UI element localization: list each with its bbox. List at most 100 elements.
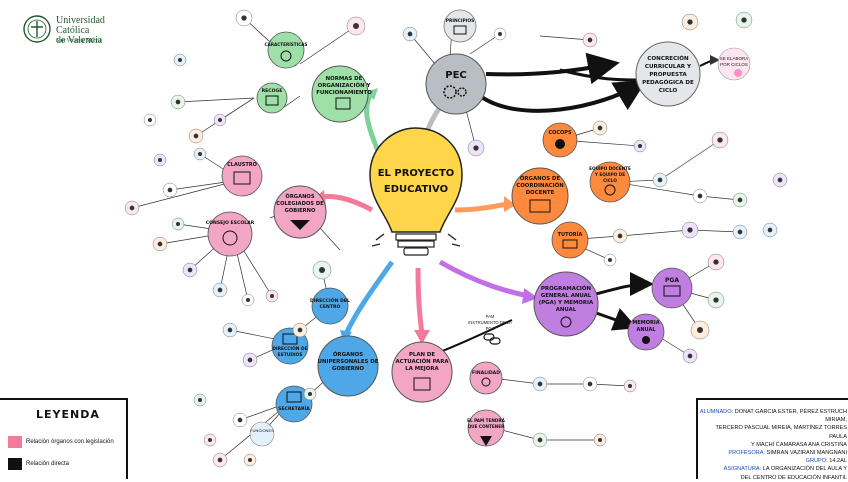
satellite-icon (208, 438, 212, 442)
satellite-icon (598, 438, 602, 442)
concrecion-line2: CURRICULAR Y (645, 64, 692, 70)
node-consejo[interactable]: CONSEJO ESCOLAR (206, 211, 255, 257)
satellite-icon (270, 294, 274, 298)
pga-line3: (PGA) Y MEMORIA (539, 300, 594, 306)
node-tutoria[interactable]: TUTORÍA (551, 221, 589, 259)
meeting-icon (222, 230, 238, 246)
satellite-icon (193, 133, 199, 139)
satellite-icon (158, 158, 162, 162)
bulb-base-2 (397, 240, 435, 248)
funciones-label: FUNCIONES (250, 428, 274, 433)
notebook-icon (265, 95, 279, 106)
concrecion-line1: CONCRECIÓN (647, 55, 689, 62)
pam-link-line3: PGA (486, 326, 495, 331)
satellite-icon (297, 327, 303, 333)
node-concrecion[interactable]: CONCRECIÓN CURRICULAR Y PROPUESTA PEDAGÓ… (635, 41, 701, 107)
node-funciones[interactable]: FUNCIONES (249, 421, 275, 447)
calendar-icon (663, 285, 681, 297)
gears-icon (443, 85, 467, 99)
satellite-icon (246, 298, 250, 302)
satellite-icon (537, 381, 543, 387)
node-colegiados[interactable]: ÓRGANOS COLEGIADOS DE GOBIERNO (273, 185, 327, 239)
satellite-icon (308, 392, 312, 396)
pec-arrows (439, 52, 720, 353)
chain-link-icon (483, 333, 501, 345)
central-title-line2: EDUCATIVO (384, 184, 448, 195)
normas-line3: FUNCIONAMIENTO (316, 90, 372, 96)
pga-line1: PROGRAMACIÓN (541, 285, 592, 292)
satellite-icon (198, 152, 202, 156)
principios-label: PRINCIPIOS (446, 18, 475, 24)
credits-alumnado-line2: TERCERO PASCUAL MIREIA, MARTÍNEZ TORRES … (715, 425, 847, 440)
satellite-icon (638, 144, 642, 148)
bulb-base-1 (395, 233, 437, 241)
satellite-icon (148, 118, 152, 122)
satellite-icon (407, 31, 413, 37)
satellite-icon (247, 357, 253, 363)
satellite-icon (697, 193, 703, 199)
node-cocops[interactable]: COCOPS (542, 122, 578, 158)
concrecion-line5: CICLO (659, 88, 678, 94)
central-bulb[interactable]: EL PROYECTO EDUCATIVO (369, 127, 463, 256)
bulb-glass (369, 127, 463, 233)
concrecion-line4: PEDAGÓGICA DE (642, 79, 694, 86)
node-finalidad[interactable]: FINALIDAD (469, 361, 503, 395)
node-principios[interactable]: PRINCIPIOS (443, 9, 477, 43)
colegiados-line2: COLEGIADOS DE (276, 201, 324, 207)
pam-link-label: PAM INSTRUMENTO DE LA PGA (468, 314, 512, 345)
node-recoge[interactable]: RECOGE (256, 82, 288, 114)
satellite-icon (175, 99, 181, 105)
equipo-line3: CICLO (603, 178, 617, 183)
node-coordinacion[interactable]: ÓRGANOS DE COORDINACIÓN DOCENTE (511, 167, 569, 225)
bulb-rays (371, 233, 461, 247)
node-unipersonales[interactable]: ÓRGANOS UNIPERSONALES DE GOBIERNO (317, 335, 379, 397)
credits-profesora-value: SIMRAN VAZIRANI MANGNANI (766, 450, 847, 457)
node-equipo[interactable]: EQUIPO DOCENTE Y EQUIPO DE CICLO (589, 161, 631, 203)
node-caracteristicas[interactable]: CARACTERÍSTICAS (264, 31, 308, 69)
finalidad-label: FINALIDAD (472, 370, 500, 376)
university-name-line3: de Valencia (56, 35, 103, 46)
memoria-line1: MEMORIA (632, 320, 659, 326)
pga-line4: ANUAL (556, 307, 577, 313)
equipo-line2: Y EQUIPO DE (594, 172, 625, 177)
node-pga[interactable]: PROGRAMACIÓN GENERAL ANUAL (PGA) Y MEMOR… (533, 271, 599, 337)
satellite-icon (217, 287, 223, 293)
node-memoria[interactable]: MEMORIA ANUAL (627, 313, 665, 351)
document-icon (335, 97, 351, 110)
recoge-label: RECOGE (262, 88, 283, 94)
badge-icon (280, 50, 292, 62)
satellite-icon (319, 267, 325, 273)
university-name-line1: Universidad (56, 15, 105, 26)
satellite-icon (587, 37, 593, 43)
node-pec[interactable]: PEC (425, 53, 487, 115)
node-secretaria[interactable]: SECRETARÍA (275, 385, 313, 423)
credits-alumnado-1: ALUMNADO: DONAT GARCIA ESTER, PÉREZ ESTR… (698, 408, 848, 424)
credits-grupo-value: 14.2AL (829, 458, 847, 465)
satellite-icon (198, 398, 202, 402)
credits-alumnado-line1: DONAT GARCIA ESTER, PÉREZ ESTRUCH MIRIAM… (734, 409, 847, 424)
plan-line1: PLAN DE (409, 352, 435, 358)
coordinacion-line2: COORDINACIÓN (516, 182, 564, 189)
secretaria-label: SECRETARÍA (278, 404, 310, 412)
desk-icon (562, 239, 578, 249)
satellite-icon (237, 417, 243, 423)
pam-link-line2: INSTRUMENTO DE LA (468, 320, 512, 325)
credits-grupo-key: GRUPO: (805, 458, 828, 465)
node-normas[interactable]: NORMAS DE ORGANIZACIÓN Y FUNCIONAMIENTO (311, 65, 372, 123)
node-que-contiene[interactable]: EL PAM TENDRÁ QUE CONTENER (467, 409, 506, 447)
legend-label-directa: Relación directa (26, 461, 70, 467)
legend-swatch-legislacion (8, 436, 22, 448)
node-plan-mejora[interactable]: PLAN DE ACTUACIÓN PARA LA MEJORA (391, 341, 453, 403)
node-se-elabora[interactable]: SE ELABORA POR CICLOS (717, 47, 751, 81)
node-pga-small[interactable]: PGA (651, 267, 693, 309)
satellite-icon (498, 32, 502, 36)
colegiados-line1: ÓRGANOS (285, 193, 314, 200)
pam-link-line1: PAM (486, 314, 495, 319)
satellite-bubbles (124, 9, 788, 468)
node-direccion-centro[interactable]: DIRECCIÓN DEL CENTRO (310, 287, 350, 325)
arrow-to-coordinacion (454, 201, 509, 213)
satellite-icon (129, 205, 135, 211)
node-claustro[interactable]: CLAUSTRO (221, 155, 263, 197)
normas-line1: NORMAS DE (326, 76, 363, 82)
concrecion-line3: PROPUESTA (649, 72, 687, 78)
